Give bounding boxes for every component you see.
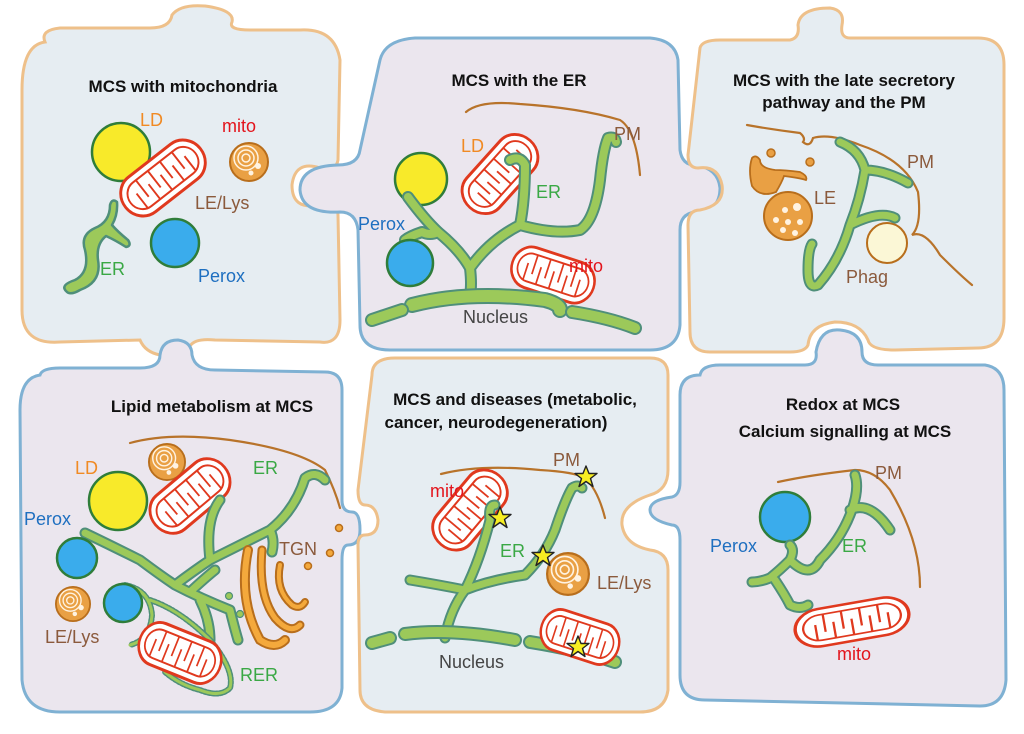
panel-er-title: MCS with the ER bbox=[451, 71, 586, 90]
lipid-droplet bbox=[90, 121, 152, 183]
er-network bbox=[746, 469, 896, 613]
label-perox: Perox bbox=[24, 509, 71, 529]
peroxisome bbox=[55, 536, 99, 580]
label-ld: LD bbox=[461, 136, 484, 156]
label-pm: PM bbox=[553, 450, 580, 470]
peroxisome bbox=[385, 238, 435, 288]
label-mito: mito bbox=[569, 256, 603, 276]
panel-late-secretory-shape bbox=[686, 6, 1006, 354]
label-nucleus: Nucleus bbox=[463, 307, 528, 327]
plasma-membrane bbox=[128, 435, 342, 510]
label-rer: RER bbox=[240, 665, 278, 685]
endosome-tubule bbox=[749, 155, 808, 195]
panel-redox-title-line1: Redox at MCS bbox=[786, 395, 900, 414]
plasma-membrane bbox=[439, 466, 607, 520]
panel-diseases-title-line2: cancer, neurodegeneration) bbox=[385, 413, 608, 432]
panel-er: MCS with the ER PM LD ER Perox mito Nucl… bbox=[298, 36, 722, 352]
label-perox: Perox bbox=[358, 214, 405, 234]
panel-diseases: MCS and diseases (metabolic, cancer, neu… bbox=[356, 356, 670, 714]
panel-diseases-title-line1: MCS and diseases (metabolic, bbox=[393, 390, 637, 409]
golgi-tgn bbox=[239, 523, 344, 650]
phagosome bbox=[866, 222, 908, 264]
label-mito: mito bbox=[837, 644, 871, 664]
panel-lipid: Lipid metabolism at MCS bbox=[18, 338, 362, 714]
late-endosome-lysosome bbox=[229, 142, 269, 182]
label-ld: LD bbox=[140, 110, 163, 130]
label-lys: LE/Lys bbox=[195, 193, 249, 213]
panel-redox-shape bbox=[648, 328, 1008, 708]
label-mito: mito bbox=[430, 481, 464, 501]
label-pm: PM bbox=[614, 124, 641, 144]
label-tgn: TGN bbox=[279, 539, 317, 559]
panel-late-secretory: MCS with the late secretory pathway and … bbox=[686, 6, 1006, 354]
label-er: ER bbox=[253, 458, 278, 478]
plasma-membrane bbox=[776, 468, 922, 589]
er-network bbox=[802, 136, 914, 292]
er-tubule bbox=[63, 199, 131, 295]
lipid-droplet bbox=[87, 470, 149, 532]
label-pm: PM bbox=[907, 152, 934, 172]
panel-late-secretory-title-line1: MCS with the late secretory bbox=[733, 71, 956, 90]
plasma-membrane bbox=[745, 123, 974, 287]
label-lys: LE/Lys bbox=[597, 573, 651, 593]
label-nucleus: Nucleus bbox=[439, 652, 504, 672]
peroxisome bbox=[758, 490, 812, 544]
vesicle bbox=[766, 148, 776, 158]
label-phag: Phag bbox=[846, 267, 888, 287]
label-er: ER bbox=[500, 541, 525, 561]
peroxisome bbox=[149, 217, 201, 269]
label-er: ER bbox=[536, 182, 561, 202]
label-er: ER bbox=[100, 259, 125, 279]
panel-lipid-title: Lipid metabolism at MCS bbox=[111, 397, 313, 416]
late-endosome-lysosome bbox=[54, 586, 91, 622]
late-endosome-lysosome bbox=[545, 551, 591, 597]
panel-mitochondria: MCS with mitochondria LD mito LE/Lys ER … bbox=[20, 4, 342, 358]
panel-late-secretory-title-line2: pathway and the PM bbox=[762, 93, 925, 112]
label-le: LE bbox=[814, 188, 836, 208]
label-lys: LE/Lys bbox=[45, 627, 99, 647]
panel-mitochondria-title: MCS with mitochondria bbox=[89, 77, 278, 96]
label-mito: mito bbox=[222, 116, 256, 136]
label-pm: PM bbox=[875, 463, 902, 483]
panel-redox: Redox at MCS Calcium signalling at MCS P… bbox=[648, 328, 1008, 708]
vesicle bbox=[805, 157, 815, 167]
label-perox: Perox bbox=[198, 266, 245, 286]
peroxisome bbox=[102, 582, 144, 624]
label-er: ER bbox=[842, 536, 867, 556]
er-network bbox=[365, 131, 642, 335]
late-endosome bbox=[763, 191, 813, 241]
label-ld: LD bbox=[75, 458, 98, 478]
panel-diseases-shape bbox=[356, 356, 670, 714]
label-perox: Perox bbox=[710, 536, 757, 556]
plasma-membrane bbox=[464, 101, 642, 177]
panel-redox-title-line2: Calcium signalling at MCS bbox=[739, 422, 952, 441]
